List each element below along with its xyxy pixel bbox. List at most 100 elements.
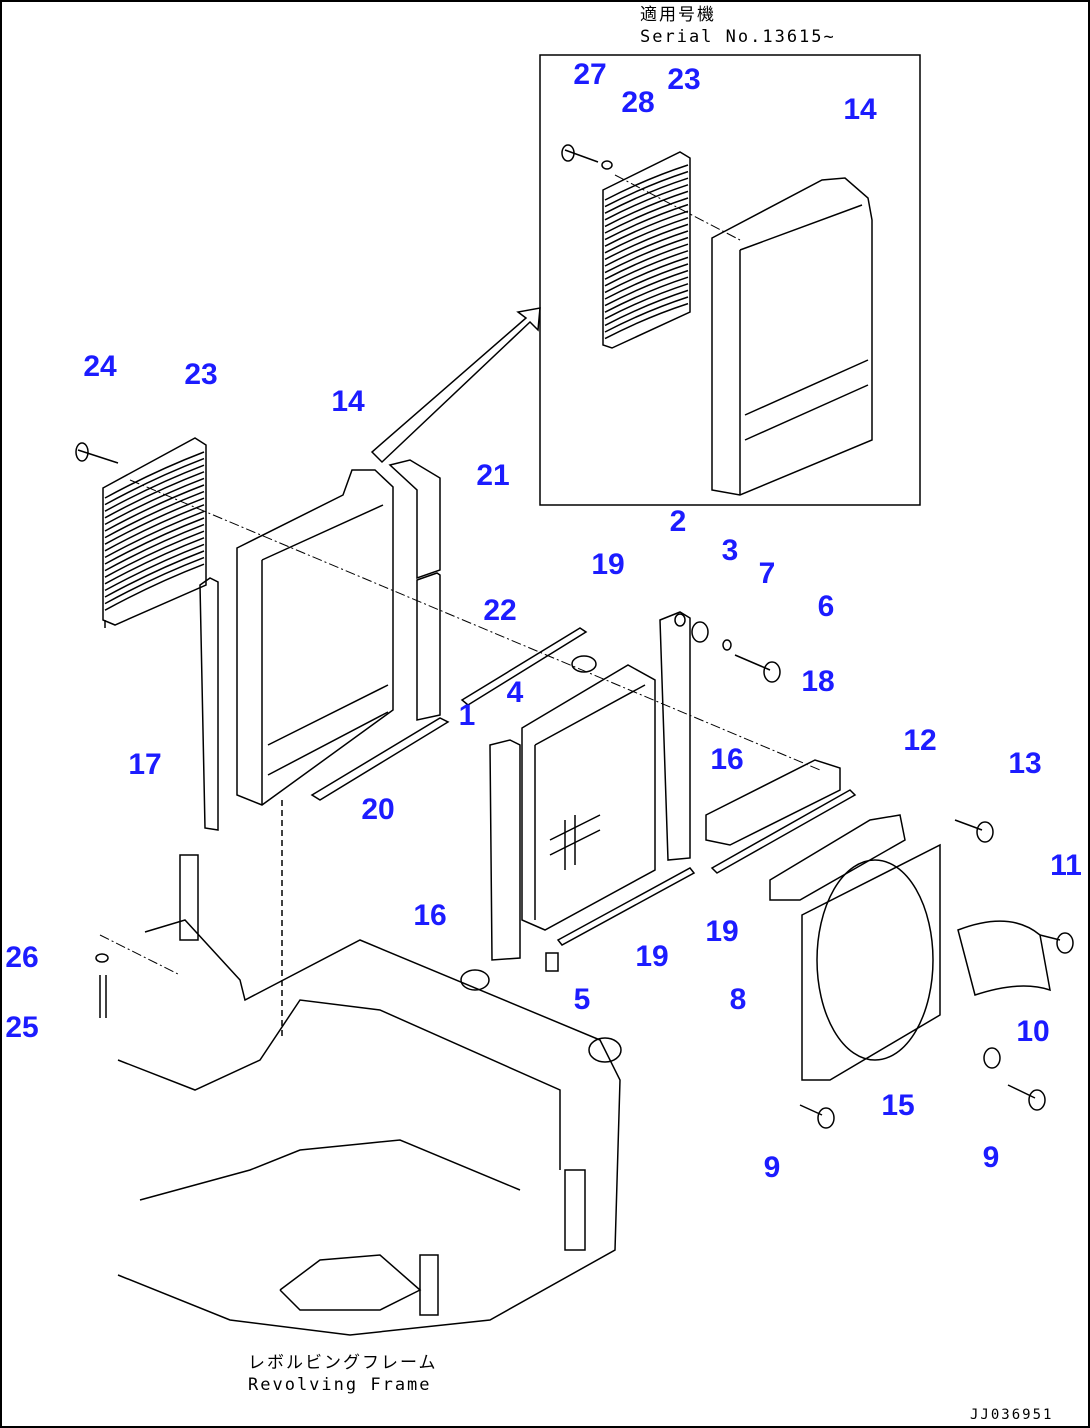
inset-box (539, 54, 921, 506)
cooler-fin (104, 543, 205, 592)
frame-note-en: Revolving Frame (248, 1375, 432, 1395)
cooler-fin (604, 276, 689, 313)
seal-19b (710, 789, 857, 874)
cooler-fin (104, 563, 205, 611)
cooler-fin (104, 451, 205, 499)
cooler-fin (604, 223, 689, 261)
part-label-19: 19 (705, 915, 739, 948)
inset-oil-cooler (561, 144, 691, 349)
part-label-9: 9 (763, 1151, 781, 1184)
cooler-fin (604, 170, 689, 208)
part-label-17: 17 (128, 748, 162, 781)
cooler-fin (604, 190, 689, 228)
frame-note-jp: レボルビングフレーム (248, 1353, 438, 1373)
part-label-14: 14 (843, 93, 877, 126)
bolts (95, 613, 1074, 1129)
part-label-16: 16 (710, 743, 744, 776)
inset-note-jp: 適用号機 (640, 5, 716, 25)
cooler-fin (604, 263, 689, 300)
oil-cooler (75, 437, 207, 628)
part-label-22: 22 (483, 594, 517, 627)
drawing-code: JJ036951 (970, 1407, 1054, 1423)
seal-22 (416, 572, 441, 721)
inset-note-serial: Serial No.13615~ (640, 27, 836, 47)
inset-bracket (711, 177, 873, 496)
cooler-fin (604, 177, 689, 214)
part-label-19: 19 (591, 548, 625, 581)
part-label-14: 14 (331, 385, 365, 418)
part-label-3: 3 (721, 534, 739, 567)
seal-19a (460, 627, 588, 706)
cooler-fin (604, 230, 689, 267)
cooler-fin (104, 477, 205, 526)
part-label-1: 1 (458, 699, 476, 732)
cooler-fin (104, 517, 205, 565)
part-label-12: 12 (903, 724, 937, 757)
part-label-23: 23 (667, 63, 701, 96)
bracket-12 (769, 814, 906, 901)
seal-21 (388, 459, 441, 580)
seal-16b (659, 611, 691, 861)
cooler-fin (104, 497, 205, 545)
cooler-fin (604, 217, 689, 254)
cooler-fin (604, 250, 689, 287)
part-label-16: 16 (413, 899, 447, 932)
part-label-13: 13 (1008, 747, 1042, 780)
part-label-21: 21 (476, 459, 510, 492)
cooler-fin (604, 283, 689, 320)
cooler-fin (604, 236, 689, 274)
cooler-fin (604, 296, 689, 333)
part-label-25: 25 (5, 1011, 39, 1044)
cooler-fin (104, 537, 205, 585)
fan-guard (957, 920, 1051, 996)
part-label-8: 8 (729, 983, 747, 1016)
part-label-15: 15 (881, 1089, 915, 1122)
cover-18 (705, 759, 841, 846)
part-label-24: 24 (83, 350, 117, 383)
cooler-fin (104, 510, 205, 559)
part-label-9: 9 (982, 1141, 1000, 1174)
cooler-fin (604, 289, 689, 327)
cooler-fin (604, 184, 689, 221)
frame-note: レボルビングフレーム Revolving Frame (248, 1352, 438, 1396)
cooler-fin (604, 269, 689, 307)
cooler-fin (104, 523, 205, 572)
cooler-fin (104, 556, 205, 605)
cooler-fin (104, 484, 205, 532)
cooler-fin (604, 302, 689, 340)
part-label-18: 18 (801, 665, 835, 698)
cooler-fin (104, 471, 205, 519)
part-label-27: 27 (573, 58, 607, 91)
cooler-fin (104, 504, 205, 552)
cooler-fin (604, 197, 689, 234)
cooler-fin (104, 464, 205, 512)
cooler-fin (104, 530, 205, 578)
part-label-23: 23 (184, 358, 218, 391)
cooler-fin (104, 457, 205, 506)
arrow-to-inset (370, 307, 541, 464)
part-label-20: 20 (361, 793, 395, 826)
part-label-28: 28 (621, 86, 655, 119)
part-label-6: 6 (817, 590, 835, 623)
part-label-4: 4 (506, 676, 524, 709)
cooler-fin (604, 256, 689, 294)
cooler-fin (604, 203, 689, 241)
cooler-fin (104, 550, 205, 598)
part-label-2: 2 (669, 505, 687, 538)
cooler-fin (604, 164, 689, 201)
inset-note: 適用号機 Serial No.13615~ (640, 4, 836, 48)
radiator (521, 655, 656, 931)
seal-16a (489, 739, 521, 961)
part-label-11: 11 (1050, 849, 1082, 882)
seal-17 (199, 577, 219, 831)
cooler-fin (604, 243, 689, 280)
part-label-5: 5 (573, 983, 591, 1016)
fan-shroud (801, 843, 941, 1081)
cooler-fin (604, 210, 689, 247)
part-label-26: 26 (5, 941, 39, 974)
alignment-lines (99, 174, 821, 976)
revolving-frame (117, 800, 622, 1336)
